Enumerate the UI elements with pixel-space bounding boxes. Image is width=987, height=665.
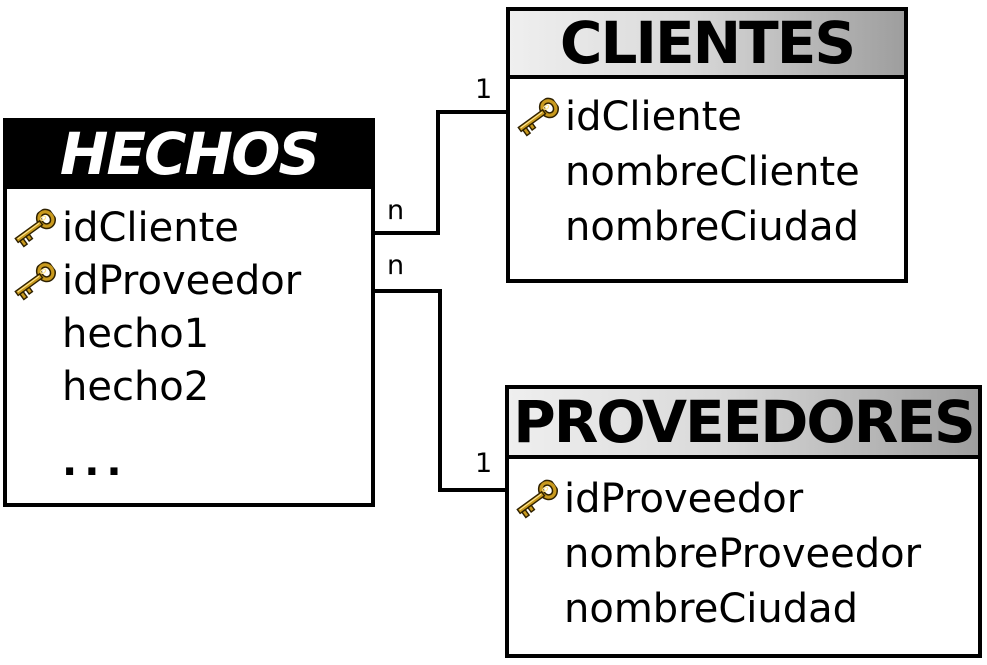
relation-proveedores-segment-h1 — [375, 289, 442, 293]
table-title: CLIENTES — [559, 9, 856, 77]
field-label: idCliente — [62, 204, 239, 251]
field-label: nombreCiudad — [565, 203, 860, 250]
field-label: ... — [62, 438, 129, 485]
row-nombreciudad: nombreCiudad — [509, 581, 978, 636]
table-hechos[interactable]: HECHOS — [3, 118, 375, 507]
key-icon — [7, 261, 62, 300]
key-icon — [509, 479, 564, 518]
cardinality-label-n: n — [387, 195, 405, 226]
field-label: nombreProveedor — [564, 530, 922, 577]
table-title: HECHOS — [59, 119, 320, 188]
field-label: idCliente — [565, 93, 742, 140]
row-nombreproveedor: nombreProveedor — [509, 526, 978, 581]
table-hechos-body: idCliente — [7, 189, 371, 488]
relation-clientes-segment-v — [436, 110, 440, 235]
relation-clientes-segment-h1 — [375, 231, 440, 235]
row-ellipsis: ... — [7, 435, 371, 488]
field-label: nombreCliente — [565, 148, 860, 195]
table-proveedores[interactable]: PROVEEDORES — [505, 385, 982, 658]
row-idproveedor: idProveedor — [509, 471, 978, 526]
relation-proveedores-segment-v — [438, 289, 442, 492]
table-hechos-header: HECHOS — [7, 122, 371, 189]
row-idcliente: idCliente — [510, 89, 904, 144]
row-nombrecliente: nombreCliente — [510, 144, 904, 199]
field-label: hecho2 — [62, 363, 210, 410]
table-clientes[interactable]: CLIENTES — [506, 7, 908, 283]
table-proveedores-body: idProveedor nombreProveedor nombreCiudad — [509, 459, 978, 636]
row-idproveedor: idProveedor — [7, 254, 371, 307]
cardinality-label-1: 1 — [475, 448, 493, 479]
field-label: hecho1 — [62, 310, 210, 357]
table-clientes-header: CLIENTES — [510, 11, 904, 79]
field-label: idProveedor — [62, 257, 302, 304]
row-hecho2: hecho2 — [7, 360, 371, 413]
table-title: PROVEEDORES — [513, 388, 976, 456]
row-nombreciudad: nombreCiudad — [510, 199, 904, 254]
cardinality-label-n: n — [387, 250, 405, 281]
field-label: idProveedor — [564, 475, 804, 522]
cardinality-label-1: 1 — [475, 74, 493, 105]
key-icon — [7, 208, 62, 247]
row-hecho1: hecho1 — [7, 307, 371, 360]
table-proveedores-header: PROVEEDORES — [509, 389, 978, 459]
field-label: nombreCiudad — [564, 585, 859, 632]
row-idcliente: idCliente — [7, 201, 371, 254]
key-icon — [510, 97, 565, 136]
relation-clientes-segment-h2 — [436, 110, 506, 114]
table-clientes-body: idCliente nombreCliente nombreCiudad — [510, 79, 904, 254]
relation-proveedores-segment-h2 — [438, 488, 505, 492]
